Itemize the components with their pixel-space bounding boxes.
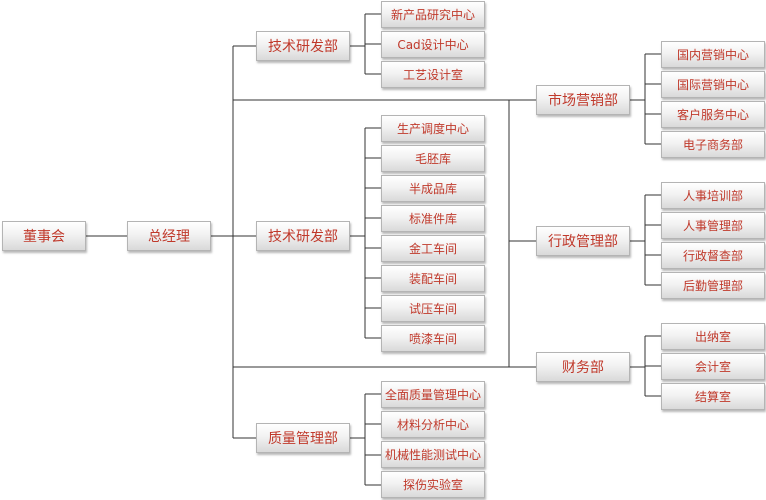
- node-child: 电子商务部: [661, 131, 765, 158]
- node-child: 装配车间: [381, 265, 485, 292]
- node-child: 全面质量管理中心: [381, 381, 485, 408]
- node-child: 新产品研究中心: [381, 1, 485, 28]
- node-child: 国际营销中心: [661, 71, 765, 98]
- node-general-manager: 总经理: [127, 221, 211, 251]
- node-child: 客户服务中心: [661, 101, 765, 128]
- node-dept-finance: 财务部: [536, 352, 630, 382]
- node-child: 金工车间: [381, 235, 485, 262]
- node-board: 董事会: [2, 221, 86, 251]
- node-child: 人事培训部: [661, 182, 765, 209]
- node-child: Cad设计中心: [381, 31, 485, 58]
- node-child: 后勤管理部: [661, 272, 765, 299]
- node-child: 标准件库: [381, 205, 485, 232]
- node-child: 机械性能测试中心: [381, 441, 485, 468]
- node-child: 喷漆车间: [381, 325, 485, 352]
- node-child: 行政督查部: [661, 242, 765, 269]
- node-child: 人事管理部: [661, 212, 765, 239]
- node-child: 工艺设计室: [381, 61, 485, 88]
- node-child: 半成品库: [381, 175, 485, 202]
- node-dept-quality: 质量管理部: [256, 423, 350, 453]
- node-child: 国内营销中心: [661, 41, 765, 68]
- node-dept-marketing: 市场营销部: [536, 85, 630, 115]
- node-dept-rd-2: 技术研发部: [256, 221, 350, 251]
- node-child: 生产调度中心: [381, 115, 485, 142]
- node-child: 材料分析中心: [381, 411, 485, 438]
- node-child: 出纳室: [661, 323, 765, 350]
- node-child: 毛胚库: [381, 145, 485, 172]
- node-child: 试压车间: [381, 295, 485, 322]
- node-dept-admin: 行政管理部: [536, 226, 630, 256]
- node-child: 结算室: [661, 383, 765, 410]
- node-child: 探伤实验室: [381, 471, 485, 498]
- node-child: 会计室: [661, 353, 765, 380]
- node-dept-rd-1: 技术研发部: [256, 31, 350, 61]
